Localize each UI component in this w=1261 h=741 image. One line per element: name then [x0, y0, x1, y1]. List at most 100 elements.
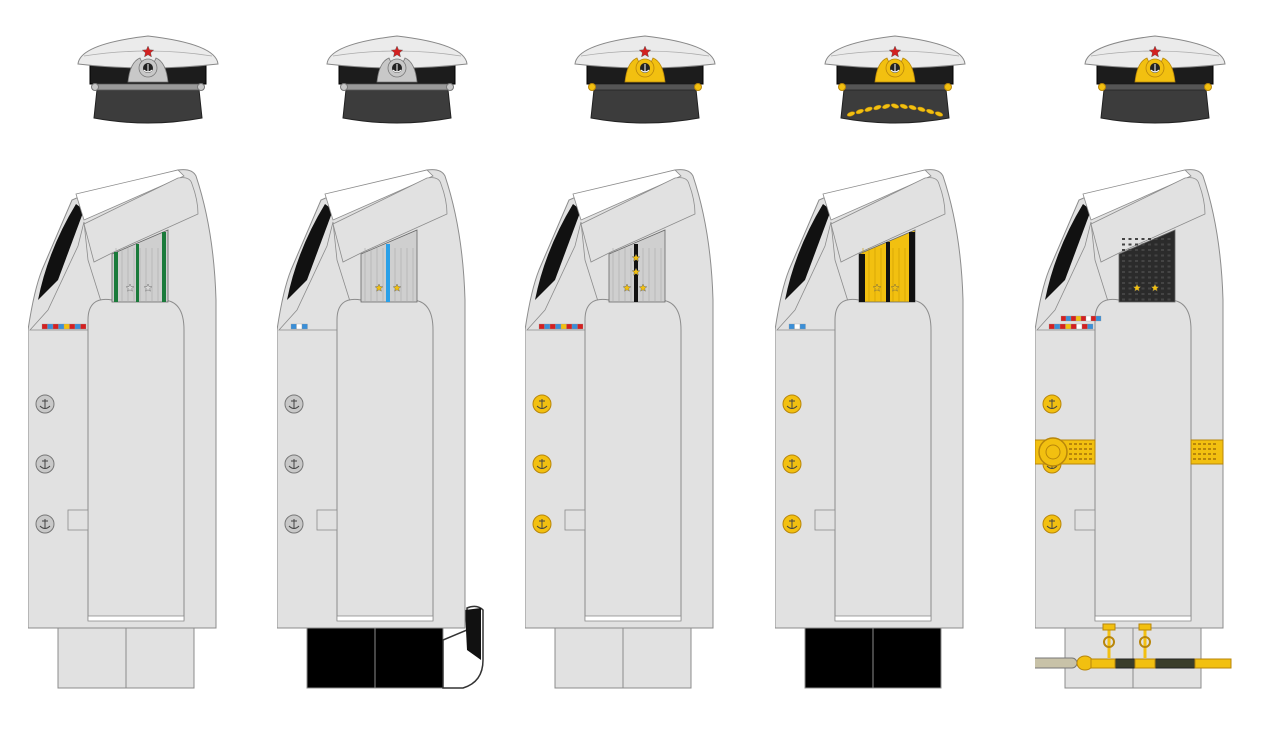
board-pattern — [1141, 238, 1145, 240]
pocket-flap — [67, 509, 89, 531]
oak-leaf — [917, 106, 926, 112]
tie — [1045, 204, 1091, 300]
board-pattern — [1141, 282, 1145, 284]
peaked-cap — [326, 35, 468, 124]
button-anchor — [39, 519, 51, 529]
belt-weave — [1069, 443, 1072, 445]
belt-weave — [1193, 443, 1196, 445]
anchor-button-icon — [284, 394, 304, 414]
board-pattern — [1128, 276, 1132, 279]
board-pattern — [1161, 287, 1164, 290]
chinstrap-button-right — [694, 83, 702, 91]
anchor-icon — [392, 64, 402, 73]
shoulder-board — [111, 229, 169, 303]
ribbon — [301, 323, 308, 330]
ribbon — [560, 323, 567, 330]
board-pattern — [1135, 260, 1138, 262]
oak-leaf — [855, 108, 864, 115]
board-pattern — [1135, 238, 1138, 240]
belt-weave — [1089, 448, 1092, 450]
board-star-icon — [638, 283, 648, 292]
board-pattern — [1161, 254, 1164, 257]
board-pattern — [1135, 243, 1138, 246]
board-pattern — [1122, 271, 1125, 273]
board-pattern — [1128, 243, 1132, 246]
belt-weave — [1213, 443, 1216, 445]
ribbon — [577, 323, 584, 330]
uniform-svg — [1028, 35, 1232, 689]
belt-right — [1190, 439, 1224, 465]
board-pattern — [1148, 254, 1151, 257]
peaked-cap — [574, 35, 716, 124]
board-pattern — [1167, 287, 1171, 290]
board-pattern — [1122, 243, 1125, 246]
board-stripe — [162, 232, 166, 302]
button-anchor — [39, 399, 51, 409]
board-pattern — [1141, 287, 1145, 290]
ribbon — [799, 323, 806, 330]
board-pattern — [1128, 271, 1132, 273]
board-pattern — [1167, 271, 1171, 273]
anchor-button-icon — [532, 394, 552, 414]
belt-weave — [1198, 448, 1201, 450]
board-pattern — [1154, 265, 1158, 268]
belt-weave — [1193, 448, 1196, 450]
ribbon — [52, 323, 59, 330]
shirt-collar — [822, 169, 932, 221]
board-pattern — [1122, 260, 1125, 262]
tunic — [524, 169, 714, 629]
ribbon — [1090, 315, 1097, 322]
sleeve-cuff — [87, 615, 185, 622]
collar — [332, 177, 448, 263]
ribbon — [296, 323, 303, 330]
anchor-button-icon — [284, 514, 304, 534]
shirt-collar — [572, 169, 682, 221]
ribbon — [1081, 323, 1088, 330]
board-pattern — [1141, 254, 1145, 257]
board-pattern — [1141, 260, 1145, 262]
ribbon — [544, 323, 551, 330]
board-pattern — [1148, 265, 1151, 268]
sleeve-cuff — [336, 615, 434, 622]
red-star-icon — [888, 45, 902, 58]
belt-weave — [1203, 458, 1206, 460]
uniform-figure — [276, 0, 527, 737]
ribbon — [571, 323, 578, 330]
oak-leaf — [899, 103, 908, 109]
button-anchor — [288, 399, 300, 409]
board-pattern — [1167, 249, 1171, 251]
ribbon-bar — [788, 323, 806, 330]
board-star-icon — [631, 267, 641, 276]
ribbon — [794, 323, 801, 330]
ribbon — [41, 323, 48, 330]
button-anchor — [536, 519, 548, 529]
uniform-figure — [774, 0, 1025, 737]
anchor-button-icon — [284, 454, 304, 474]
board-pattern — [1148, 238, 1151, 240]
belt-weave — [1198, 453, 1201, 455]
belt-weave — [1089, 453, 1092, 455]
belt-buckle — [1038, 437, 1068, 467]
board-pattern — [1135, 249, 1138, 251]
board-pattern — [1167, 293, 1171, 295]
trouser-leg — [804, 627, 874, 689]
uniform-svg — [524, 35, 716, 689]
ribbon — [1048, 323, 1055, 330]
anchor-icon — [890, 64, 900, 73]
board-pattern — [1167, 254, 1171, 257]
board-pattern — [1122, 282, 1125, 284]
board-pattern — [1148, 293, 1151, 295]
trouser-leg — [1064, 627, 1134, 689]
board-pattern — [1122, 293, 1125, 295]
scabbard-fitting — [1134, 658, 1156, 669]
oak-leaf — [926, 108, 935, 115]
belt-weave — [1089, 458, 1092, 460]
oak-leaf — [846, 111, 856, 117]
button-anchor — [39, 459, 51, 469]
cap-peak — [590, 79, 700, 124]
belt-weave — [1074, 448, 1077, 450]
ribbon — [1070, 315, 1077, 322]
shoulder-board — [360, 229, 418, 303]
board-star-icon — [374, 283, 384, 292]
